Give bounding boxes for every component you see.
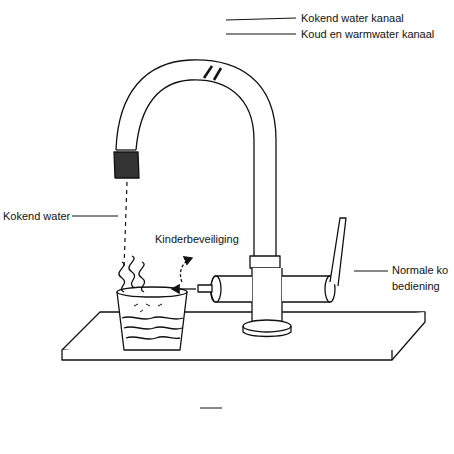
- channel-label: Kokend water kanaal: [300, 10, 405, 26]
- control-label: Normale ko bediening: [391, 262, 451, 294]
- water-label: Kokend water: [2, 208, 71, 224]
- channel-label: Koud en warmwater kanaal: [300, 26, 435, 42]
- safety-label: Kinderbeveiliging: [154, 231, 240, 247]
